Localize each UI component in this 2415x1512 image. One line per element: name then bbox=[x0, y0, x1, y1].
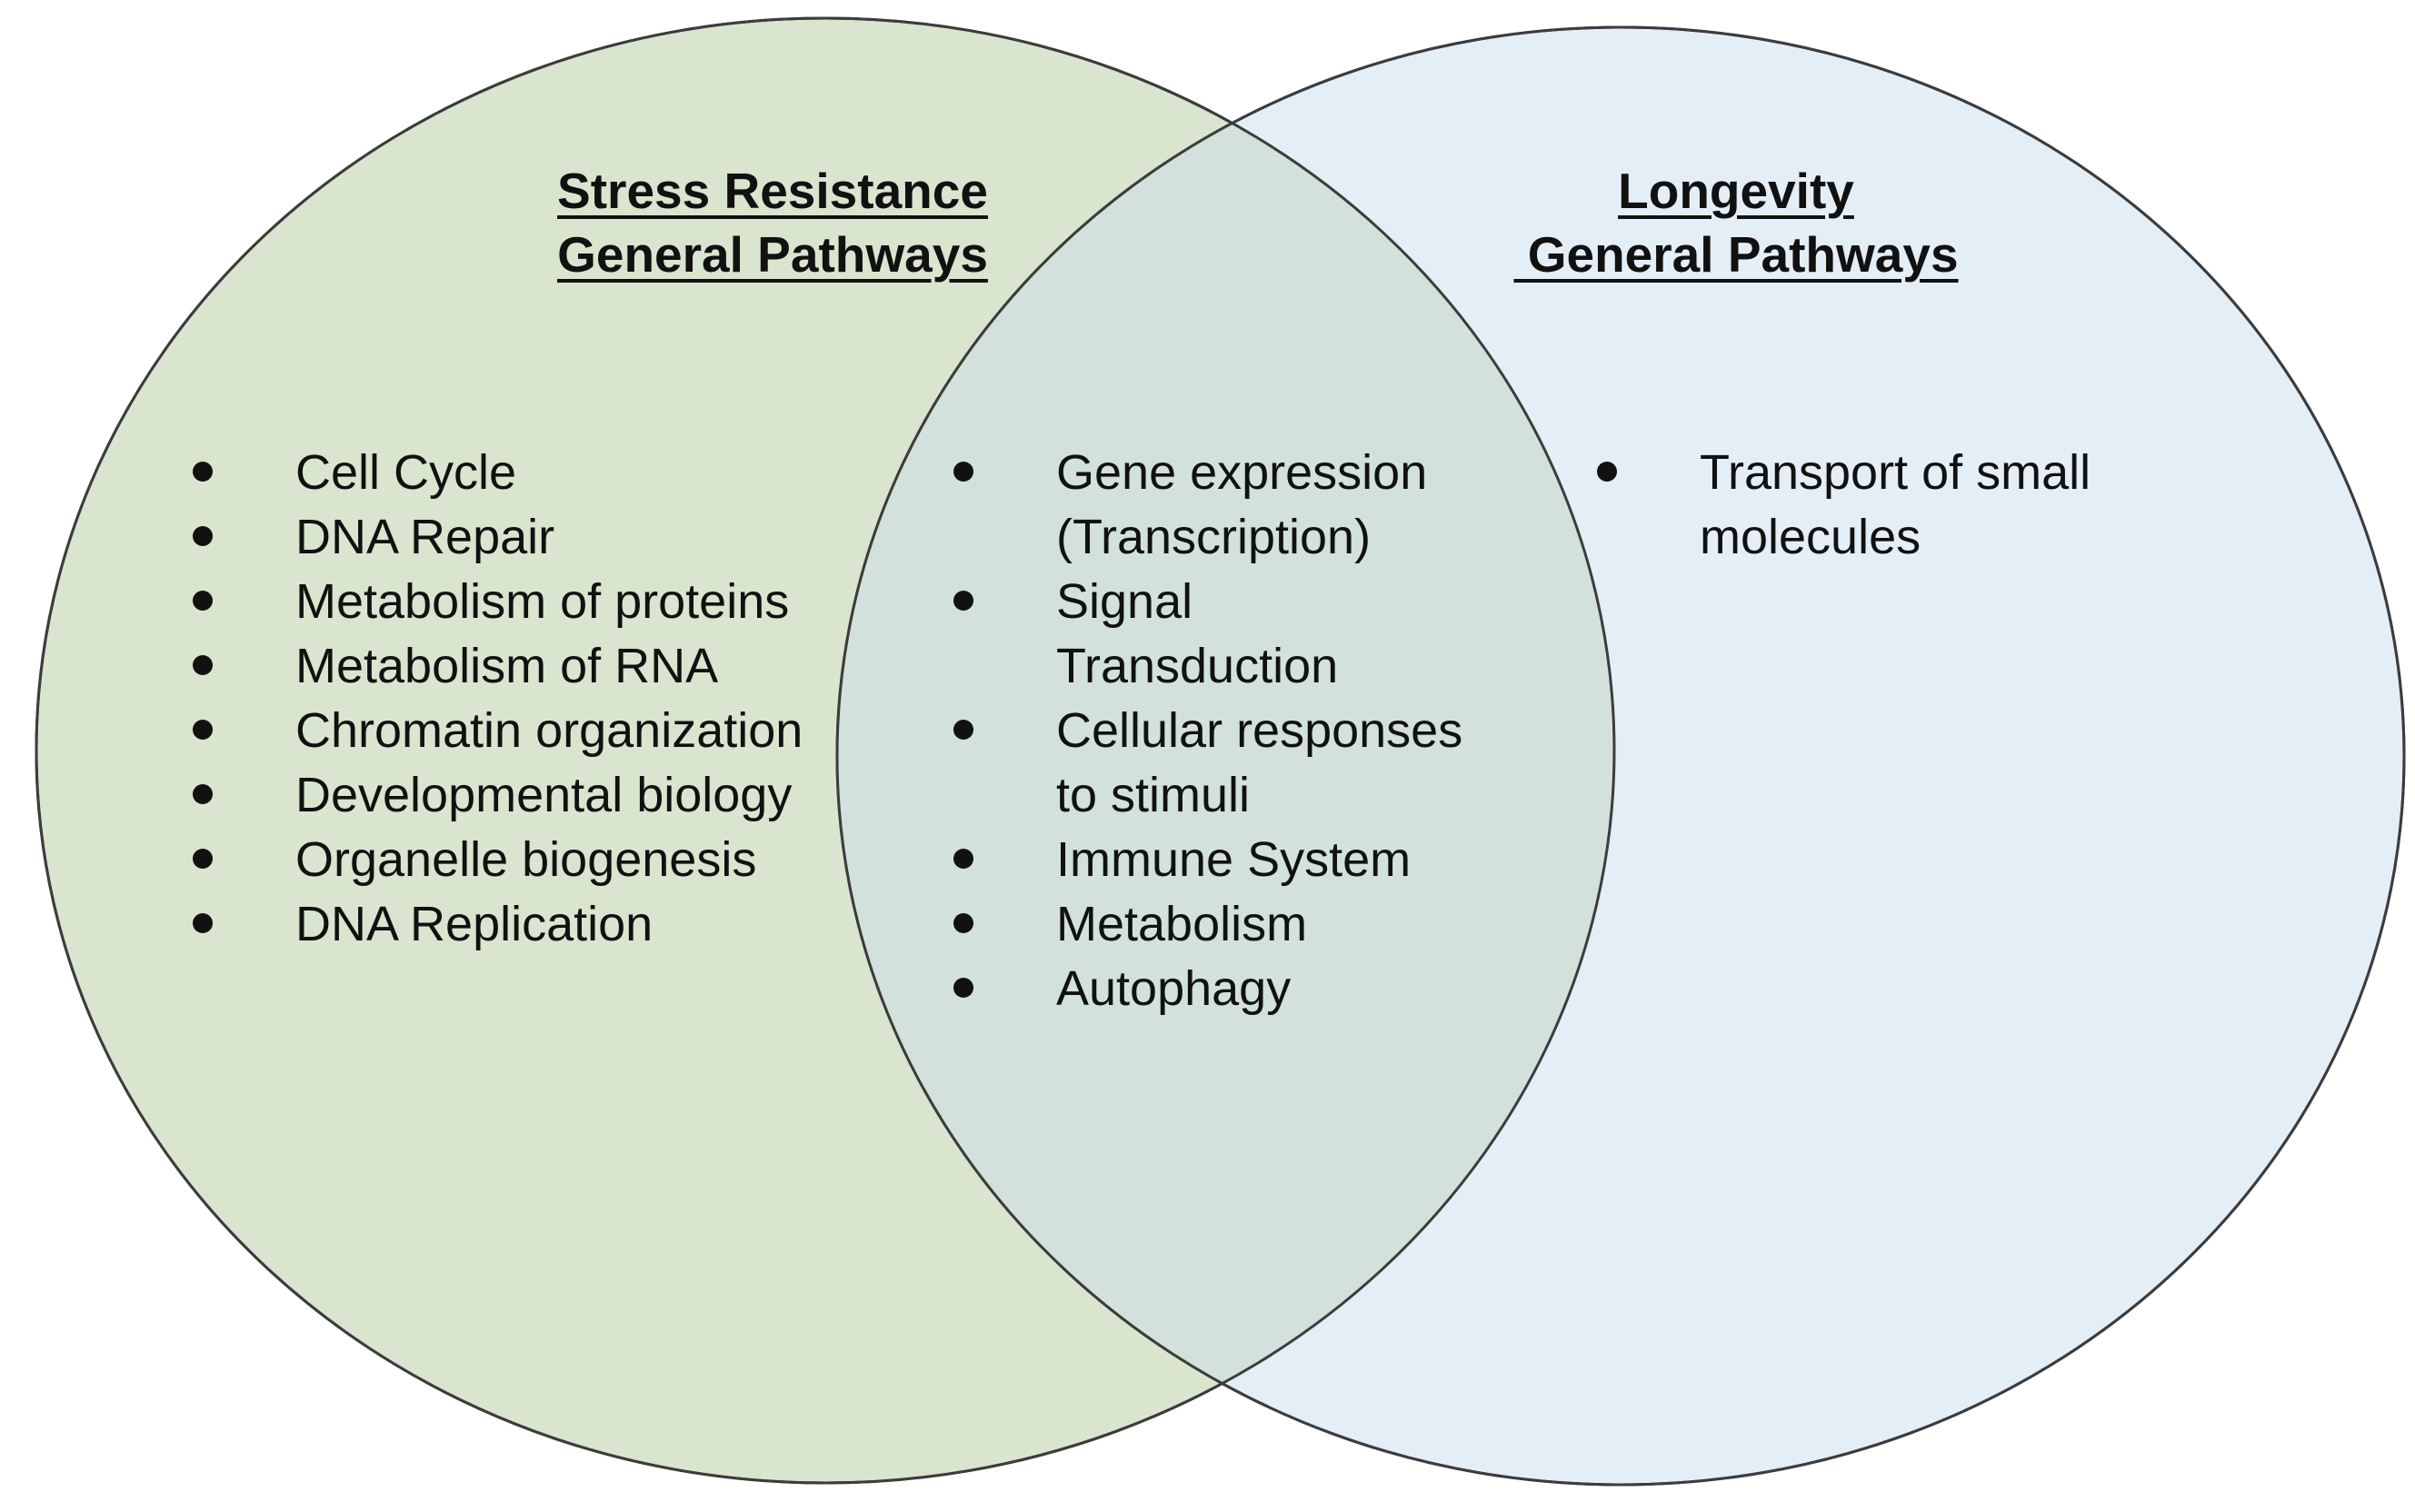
stress-resistance-title-line1: Stress Resistance bbox=[557, 163, 988, 219]
list-item-line1: Gene expression bbox=[1056, 445, 1428, 500]
list-item-line1: Metabolism bbox=[1056, 897, 1308, 951]
bullet-icon bbox=[193, 655, 213, 675]
list-item-line2: molecules bbox=[1700, 510, 1921, 564]
list-item-label: DNA Repair bbox=[295, 510, 555, 564]
list-item-line1: Immune System bbox=[1056, 832, 1412, 887]
list-item-line2: Transduction bbox=[1056, 639, 1339, 693]
bullet-icon bbox=[193, 784, 213, 804]
bullet-icon bbox=[953, 720, 973, 740]
bullet-icon bbox=[953, 591, 973, 611]
list-item-line1: Signal bbox=[1056, 574, 1193, 629]
list-item-label: Cell Cycle bbox=[295, 445, 517, 500]
bullet-icon bbox=[193, 913, 213, 933]
bullet-icon bbox=[193, 462, 213, 482]
bullet-icon bbox=[193, 591, 213, 611]
list-item: Gene expression (Transcription) bbox=[953, 441, 1462, 570]
longevity-title-line2: General Pathways bbox=[1513, 226, 1959, 283]
overlap-region bbox=[837, 27, 1614, 1483]
bullet-icon bbox=[193, 849, 213, 869]
bullet-icon bbox=[953, 849, 973, 869]
list-item-label: Metabolism of RNA bbox=[295, 639, 719, 693]
bullet-icon bbox=[953, 462, 973, 482]
list-item: DNA Repair bbox=[193, 505, 803, 570]
list-item: Immune System bbox=[953, 828, 1462, 892]
stress-resistance-title-line2: General Pathways bbox=[557, 226, 988, 283]
list-item-line1: Transport of small bbox=[1700, 445, 2091, 500]
stress-resistance-outline bbox=[35, 16, 1616, 1485]
longevity-title-line1: Longevity bbox=[1618, 163, 1854, 219]
list-item: Metabolism of RNA bbox=[193, 634, 803, 699]
list-item: Autophagy bbox=[953, 957, 1462, 1021]
list-item: Developmental biology bbox=[193, 763, 803, 828]
list-item-label: Organelle biogenesis bbox=[295, 832, 757, 887]
list-item: Chromatin organization bbox=[193, 699, 803, 763]
bullet-icon bbox=[193, 720, 213, 740]
bullet-icon bbox=[953, 913, 973, 933]
list-item-label: Metabolism of proteins bbox=[295, 574, 790, 629]
list-item: Cellular responses to stimuli bbox=[953, 699, 1463, 828]
list-item: Metabolism of proteins bbox=[193, 570, 803, 634]
list-item-line2: to stimuli bbox=[1056, 768, 1251, 822]
stress-resistance-title: Stress Resistance General Pathways bbox=[518, 159, 1027, 286]
longevity-title: Longevity General Pathways bbox=[1482, 159, 1991, 286]
list-item-label: DNA Replication bbox=[295, 897, 654, 951]
list-item: Organelle biogenesis bbox=[193, 828, 803, 892]
bullet-icon bbox=[193, 526, 213, 546]
list-item-line2: (Transcription) bbox=[1056, 510, 1372, 564]
list-item-line1: Cellular responses bbox=[1056, 703, 1463, 758]
stress-resistance-only-list: Cell Cycle DNA Repair Metabolism of prot… bbox=[193, 441, 803, 957]
list-item: Transport of small molecules bbox=[1597, 441, 2091, 570]
longevity-only-list: Transport of small molecules bbox=[1597, 441, 2091, 570]
list-item-label: Chromatin organization bbox=[295, 703, 803, 758]
list-item: DNA Replication bbox=[193, 892, 803, 957]
list-item: Cell Cycle bbox=[193, 441, 803, 505]
bullet-icon bbox=[1597, 462, 1617, 482]
bullet-icon bbox=[953, 978, 973, 998]
list-item: Metabolism bbox=[953, 892, 1462, 957]
longevity-outline bbox=[835, 25, 2406, 1487]
list-item-line1: Autophagy bbox=[1056, 961, 1292, 1016]
list-item-label: Developmental biology bbox=[295, 768, 793, 822]
